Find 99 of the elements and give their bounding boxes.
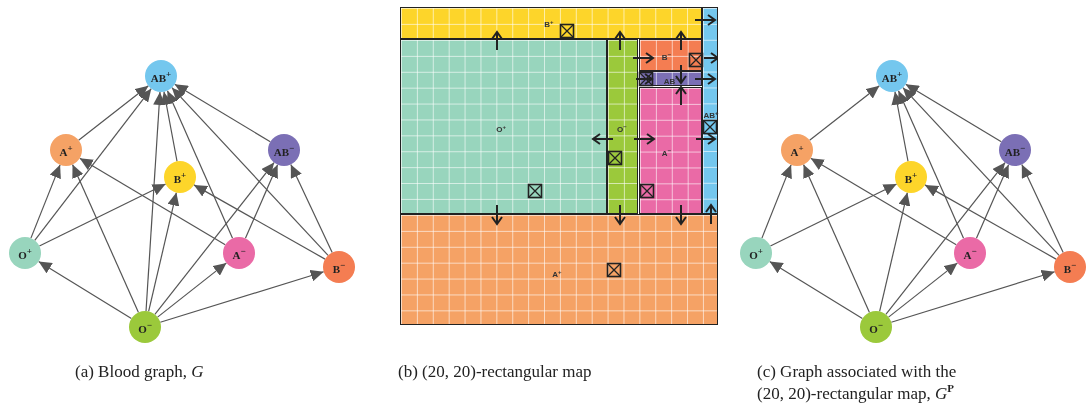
- graph-node: [954, 237, 986, 269]
- map-region: [638, 86, 703, 214]
- node-label: AB$^{+}$: [150, 68, 172, 84]
- arrow: [171, 87, 329, 256]
- arrow: [769, 260, 863, 320]
- node-label: O$^{+}$: [749, 245, 763, 261]
- graph-node: [876, 60, 908, 92]
- node-label: A$^{−}$: [232, 245, 246, 261]
- graph-node: [164, 161, 196, 193]
- arrow: [148, 192, 180, 313]
- arrow: [290, 163, 333, 254]
- arrow: [71, 164, 140, 313]
- arrow: [902, 87, 1060, 256]
- arrow: [675, 204, 687, 225]
- arrow: [614, 204, 626, 225]
- arrow: [694, 73, 716, 85]
- arrow: [890, 269, 1056, 323]
- node-label: O$^{+}$: [18, 245, 32, 261]
- arrow: [761, 164, 792, 239]
- arrow: [166, 90, 234, 239]
- arrow: [905, 83, 1002, 143]
- region-label: B$^{−}$: [661, 51, 672, 63]
- arrow: [34, 88, 152, 241]
- subfigure-caption: (c) Graph associated with the (20, 20)-rectangular map, G$^{P}$: [757, 362, 958, 404]
- region-label: A$^{+}$: [552, 268, 562, 279]
- subfigure-caption: (b) (20, 20)-rectangular map: [398, 362, 593, 382]
- arrow: [897, 90, 965, 239]
- node-label: AB$^{−}$: [273, 142, 295, 158]
- graph-node: [895, 161, 927, 193]
- graph-node: [1054, 251, 1086, 283]
- arrow: [614, 31, 626, 51]
- graph-node: [323, 251, 355, 283]
- node-label: B$^{−}$: [332, 259, 346, 275]
- arrow: [675, 86, 687, 106]
- node-label: B$^{+}$: [173, 169, 187, 185]
- arrow: [633, 133, 655, 145]
- arrow: [694, 14, 716, 26]
- graph-node: [145, 60, 177, 92]
- arrow: [592, 133, 614, 145]
- node-label: AB$^{+}$: [881, 68, 903, 84]
- node-label: B$^{+}$: [904, 169, 918, 185]
- graph-node: [129, 311, 161, 343]
- arrow: [632, 52, 654, 64]
- arrow: [78, 85, 149, 141]
- region-label: O$^{+}$: [496, 123, 507, 135]
- arrow: [809, 85, 880, 141]
- node-label: O$^{−}$: [869, 319, 883, 335]
- arrow: [810, 157, 957, 246]
- graph-node: [860, 311, 892, 343]
- arrow: [802, 164, 871, 313]
- node-label: O$^{−}$: [138, 319, 152, 335]
- region-label: AB$^{+}$: [703, 109, 719, 120]
- node-label: B$^{−}$: [1063, 259, 1077, 275]
- region-label: AB$^{−}$: [663, 75, 679, 87]
- arrow: [244, 164, 279, 239]
- graph-node: [999, 134, 1031, 166]
- arrow: [887, 262, 959, 318]
- graph-node: [9, 237, 41, 269]
- map-region: [400, 38, 607, 214]
- graph-node: [223, 237, 255, 269]
- node-label: AB$^{−}$: [1004, 142, 1026, 158]
- graph-node: [50, 134, 82, 166]
- node-label: A$^{−}$: [963, 245, 977, 261]
- map-region: [400, 213, 718, 325]
- arrow: [879, 192, 911, 313]
- node-label: A$^{+}$: [790, 142, 804, 158]
- node-label: A$^{+}$: [59, 142, 73, 158]
- region-label: B$^{+}$: [544, 18, 554, 30]
- arrow: [193, 184, 326, 260]
- arrow: [703, 52, 718, 64]
- arrow: [160, 91, 178, 162]
- map-region: [400, 7, 703, 39]
- arrow: [38, 183, 167, 247]
- arrow: [1021, 163, 1064, 254]
- arrow: [885, 162, 1006, 316]
- arrow: [705, 204, 717, 225]
- arrow: [975, 164, 1010, 239]
- arrow: [174, 83, 271, 143]
- arrow: [79, 157, 226, 246]
- arrow: [891, 91, 909, 162]
- arrow: [695, 133, 716, 145]
- arrow: [924, 184, 1057, 260]
- arrow: [159, 269, 325, 323]
- arrow: [38, 260, 132, 320]
- graph-node: [781, 134, 813, 166]
- arrow: [675, 31, 687, 51]
- arrow: [154, 162, 275, 316]
- arrow: [491, 31, 503, 51]
- arrow: [156, 262, 228, 318]
- map-region: [606, 38, 639, 214]
- graph-node: [268, 134, 300, 166]
- region-label: O$^{−}$: [617, 123, 627, 135]
- arrow: [769, 183, 898, 247]
- arrow: [30, 164, 61, 239]
- region-label: A$^{−}$: [661, 147, 672, 158]
- arrow: [491, 204, 503, 225]
- graph-node: [740, 237, 772, 269]
- arrow: [675, 64, 687, 84]
- subfigure-caption: (a) Blood graph, G: [75, 362, 205, 382]
